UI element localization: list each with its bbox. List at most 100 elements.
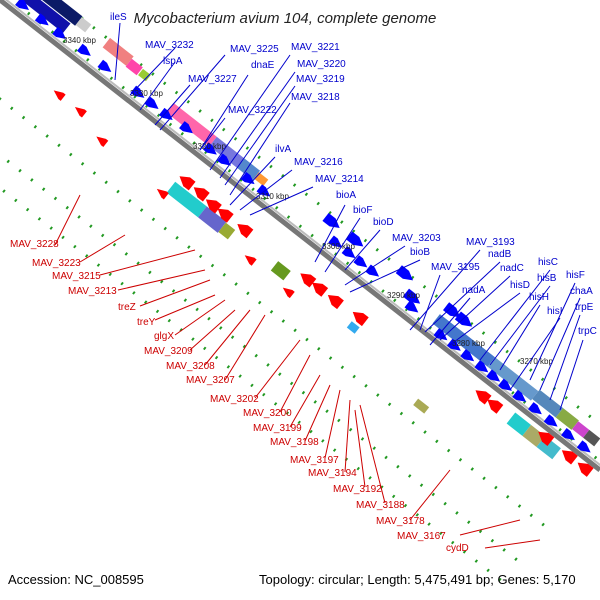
leader-reverse [324, 389, 341, 459]
reverse-gene-arrow [53, 90, 66, 101]
forward-gene-arrow [52, 26, 66, 39]
leader-forward [409, 249, 481, 331]
forward-gene-arrow [217, 153, 231, 166]
cds-block [572, 421, 590, 438]
reverse-gene-arrow [538, 431, 555, 446]
map-title: Mycobacterium avium 104, complete genome [134, 10, 437, 27]
gene-label-reverse: MAV_3197 [290, 455, 339, 466]
gene-label-forward: bioD [373, 217, 394, 228]
forward-gene-arrow [353, 255, 368, 268]
forward-gene-arrow [446, 338, 461, 351]
gene-label-forward: MAV_3221 [291, 42, 340, 53]
reverse-gene-arrow [74, 106, 87, 118]
gene-label-forward: MAV_3219 [296, 74, 345, 85]
tick-label: 3330 kbp [130, 89, 163, 98]
leader-reverse [117, 269, 206, 291]
leader-forward [509, 317, 561, 391]
reverse-gene-arrow [577, 462, 594, 477]
gene-label-forward: bioF [353, 205, 372, 216]
gene-label-forward: MAV_3225 [230, 44, 279, 55]
leader-forward [199, 74, 249, 151]
gene-label-forward: nadA [462, 285, 486, 296]
reverse-gene-arrow [237, 224, 254, 239]
gene-label-forward: MAV_3227 [188, 74, 237, 85]
leader-forward [344, 229, 381, 271]
cds-block [555, 408, 579, 430]
leader-forward [479, 269, 551, 361]
gene-label-reverse: MAV_3192 [333, 484, 382, 495]
leader-reverse [224, 314, 266, 381]
accession-text: Accession: NC_008595 [8, 572, 144, 587]
leader-forward [449, 292, 521, 346]
cds-block [583, 429, 600, 447]
gene-label-reverse: MAV_3199 [253, 423, 302, 434]
leader-forward [219, 71, 296, 179]
reverse-gene-arrow [561, 450, 578, 465]
gene-label-reverse: MAV_3213 [68, 286, 117, 297]
gene-label-forward: bioA [336, 190, 356, 201]
gene-label-reverse: MAV_3207 [186, 375, 235, 386]
gene-label-forward: trpE [575, 302, 594, 313]
gene-label-forward: hisH [529, 292, 549, 303]
tick-label: 3320 kbp [193, 142, 226, 151]
gene-label-reverse: MAV_3202 [210, 394, 259, 405]
gene-label-reverse: MAV_3198 [270, 437, 319, 448]
cds-block [209, 136, 245, 168]
cds-block [532, 389, 564, 418]
gene-label-reverse: cydD [446, 543, 469, 554]
leader-forward [424, 261, 501, 333]
cds-block [75, 17, 92, 33]
forward-gene-arrow [365, 264, 380, 277]
gene-label-forward: hisF [566, 270, 585, 281]
gene-label-forward: MAV_3195 [431, 262, 480, 273]
cds-block [236, 158, 261, 181]
leader-reverse [99, 249, 196, 276]
leader-forward [239, 169, 293, 211]
forward-gene-arrow [576, 440, 591, 453]
leader-forward [154, 84, 191, 126]
cds-block [21, 0, 71, 33]
leader-forward [199, 117, 226, 151]
gene-label-forward: nadB [488, 249, 512, 260]
forward-gene-arrow [97, 59, 112, 72]
leader-reverse [204, 309, 251, 366]
cds-block [522, 424, 546, 447]
forward-gene-arrow [404, 300, 419, 313]
leader-forward [324, 217, 361, 273]
gene-label-forward: ilvA [275, 144, 291, 155]
gene-label-forward: bioB [410, 247, 430, 258]
reverse-gene-arrow [179, 176, 196, 191]
gene-label-forward: dnaE [251, 60, 275, 71]
leader-reverse [79, 234, 126, 263]
leader-forward [529, 282, 576, 381]
gene-label-forward: hisI [547, 306, 563, 317]
gene-label-reverse: MAV_3223 [32, 258, 81, 269]
leader-reverse [289, 374, 321, 428]
gene-label-reverse: MAV_3200 [243, 408, 292, 419]
gene-label-forward: ileS [110, 12, 127, 23]
leader-reverse [354, 409, 366, 488]
leader-forward [499, 304, 541, 371]
guide-dots [0, 186, 510, 588]
leader-reverse [304, 384, 331, 442]
gene-label-reverse: MAV_3228 [10, 239, 59, 250]
reverse-gene-arrow [327, 294, 344, 310]
gene-label-forward: MAV_3222 [228, 105, 277, 116]
leader-forward [229, 156, 276, 206]
gene-label-forward: hisB [537, 273, 557, 284]
cds-block [138, 68, 151, 82]
leader-forward [489, 285, 551, 366]
forward-gene-arrow [130, 85, 145, 98]
cds-block [166, 102, 217, 147]
forward-gene-arrow [328, 235, 343, 248]
gene-label-reverse: MAV_3178 [376, 516, 425, 527]
leader-forward [439, 275, 511, 341]
gene-label-reverse: MAV_3209 [144, 346, 193, 357]
forward-gene-arrow [240, 172, 255, 185]
cds-block [413, 398, 430, 414]
gene-label-forward: MAV_3214 [315, 174, 364, 185]
forward-gene-arrow [144, 96, 159, 109]
